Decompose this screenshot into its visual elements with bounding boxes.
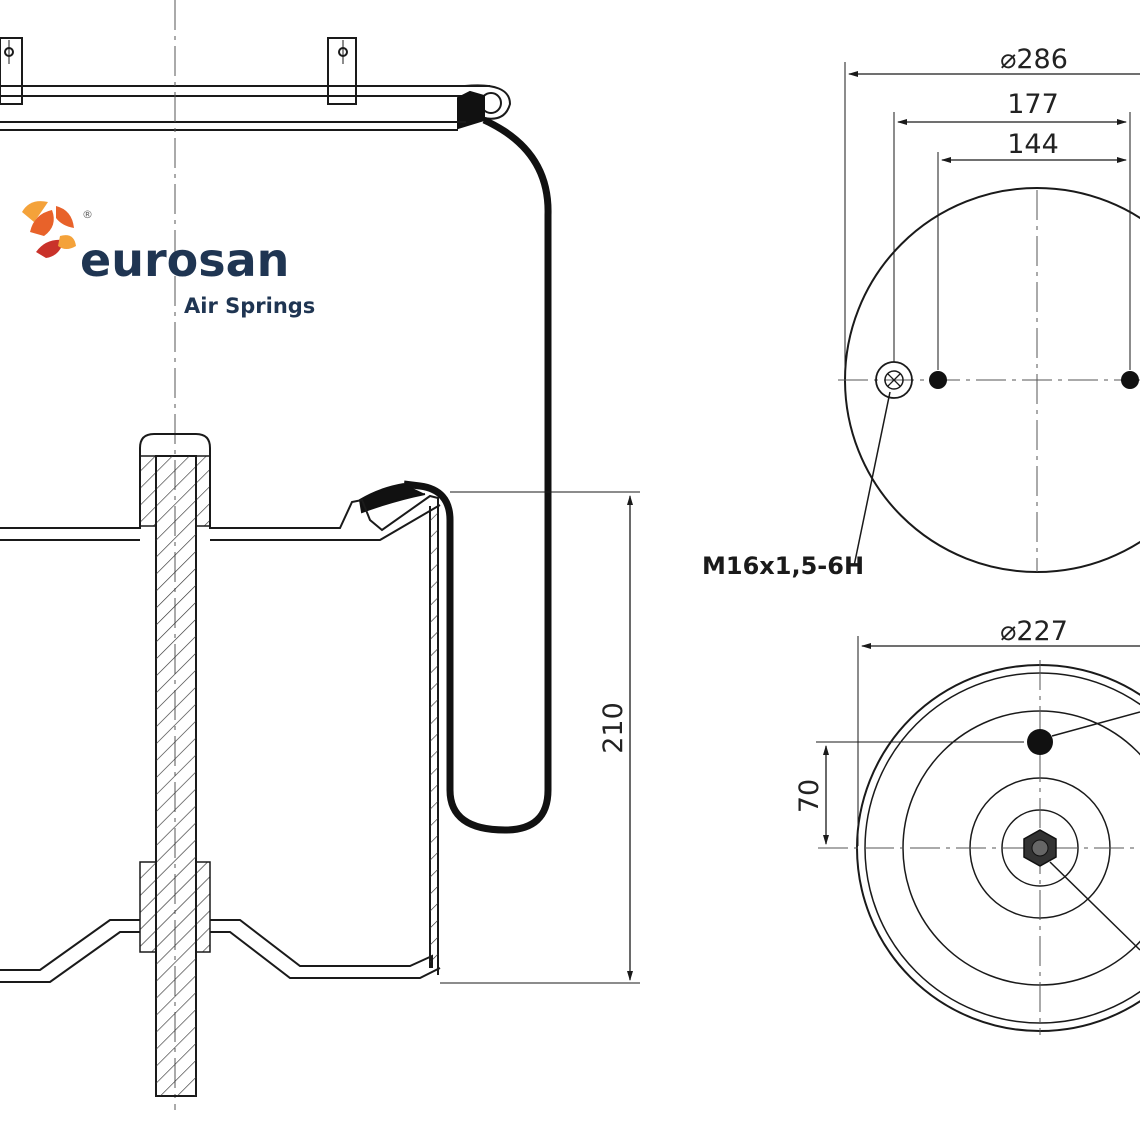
top-mounting-stud-left bbox=[0, 37, 23, 105]
offset-dimension-label: 70 bbox=[794, 779, 825, 813]
nut-leader-line bbox=[1049, 861, 1140, 951]
center-nut-icon bbox=[1023, 829, 1057, 867]
bolt-spacing-inner-label: 144 bbox=[1007, 129, 1059, 160]
top-mounting-stud-right bbox=[327, 37, 357, 105]
mounting-bolt-hole-right bbox=[1121, 371, 1139, 389]
mounting-bolt-hole-left bbox=[929, 371, 947, 389]
height-dimension bbox=[440, 491, 640, 984]
logo-mark-icon bbox=[22, 201, 76, 258]
outer-diameter-dimension bbox=[844, 62, 1140, 370]
registered-mark: ® bbox=[82, 208, 93, 221]
rubber-bellow bbox=[0, 116, 552, 834]
piston-diameter-dimension bbox=[857, 636, 1140, 846]
outer-diameter-value: 286 bbox=[1016, 44, 1068, 75]
top-plate-view bbox=[838, 62, 1140, 573]
outer-diameter-label: ⌀286 bbox=[1000, 44, 1068, 75]
bottom-piston-view bbox=[816, 636, 1140, 1035]
brand-subtitle: Air Springs bbox=[184, 294, 315, 318]
bolt-spacing-inner-dimension bbox=[937, 152, 1127, 370]
piston-bolt-hole bbox=[1027, 729, 1053, 755]
brand-name: eurosan bbox=[80, 233, 289, 287]
piston-diameter-label: ⌀227 bbox=[1000, 616, 1068, 647]
center-stud bbox=[139, 433, 211, 1097]
thread-leader-line bbox=[853, 391, 891, 567]
bolt-hole-leader-line bbox=[1051, 711, 1140, 737]
height-dimension-label: 210 bbox=[598, 702, 629, 754]
bolt-spacing-outer-dimension bbox=[893, 112, 1131, 370]
diameter-symbol-icon: ⌀ bbox=[1000, 44, 1016, 75]
bolt-spacing-outer-label: 177 bbox=[1007, 89, 1059, 120]
thread-spec-label: M16x1,5-6H bbox=[702, 552, 864, 580]
diameter-symbol-icon: ⌀ bbox=[1000, 616, 1016, 647]
brand-logo: ® eurosan Air Springs bbox=[22, 201, 315, 318]
side-view bbox=[0, 0, 640, 1110]
piston-top-plate bbox=[0, 494, 441, 975]
piston-bottom-plate bbox=[0, 919, 441, 983]
piston-diameter-value: 227 bbox=[1016, 616, 1068, 647]
offset-dimension bbox=[816, 741, 1024, 845]
